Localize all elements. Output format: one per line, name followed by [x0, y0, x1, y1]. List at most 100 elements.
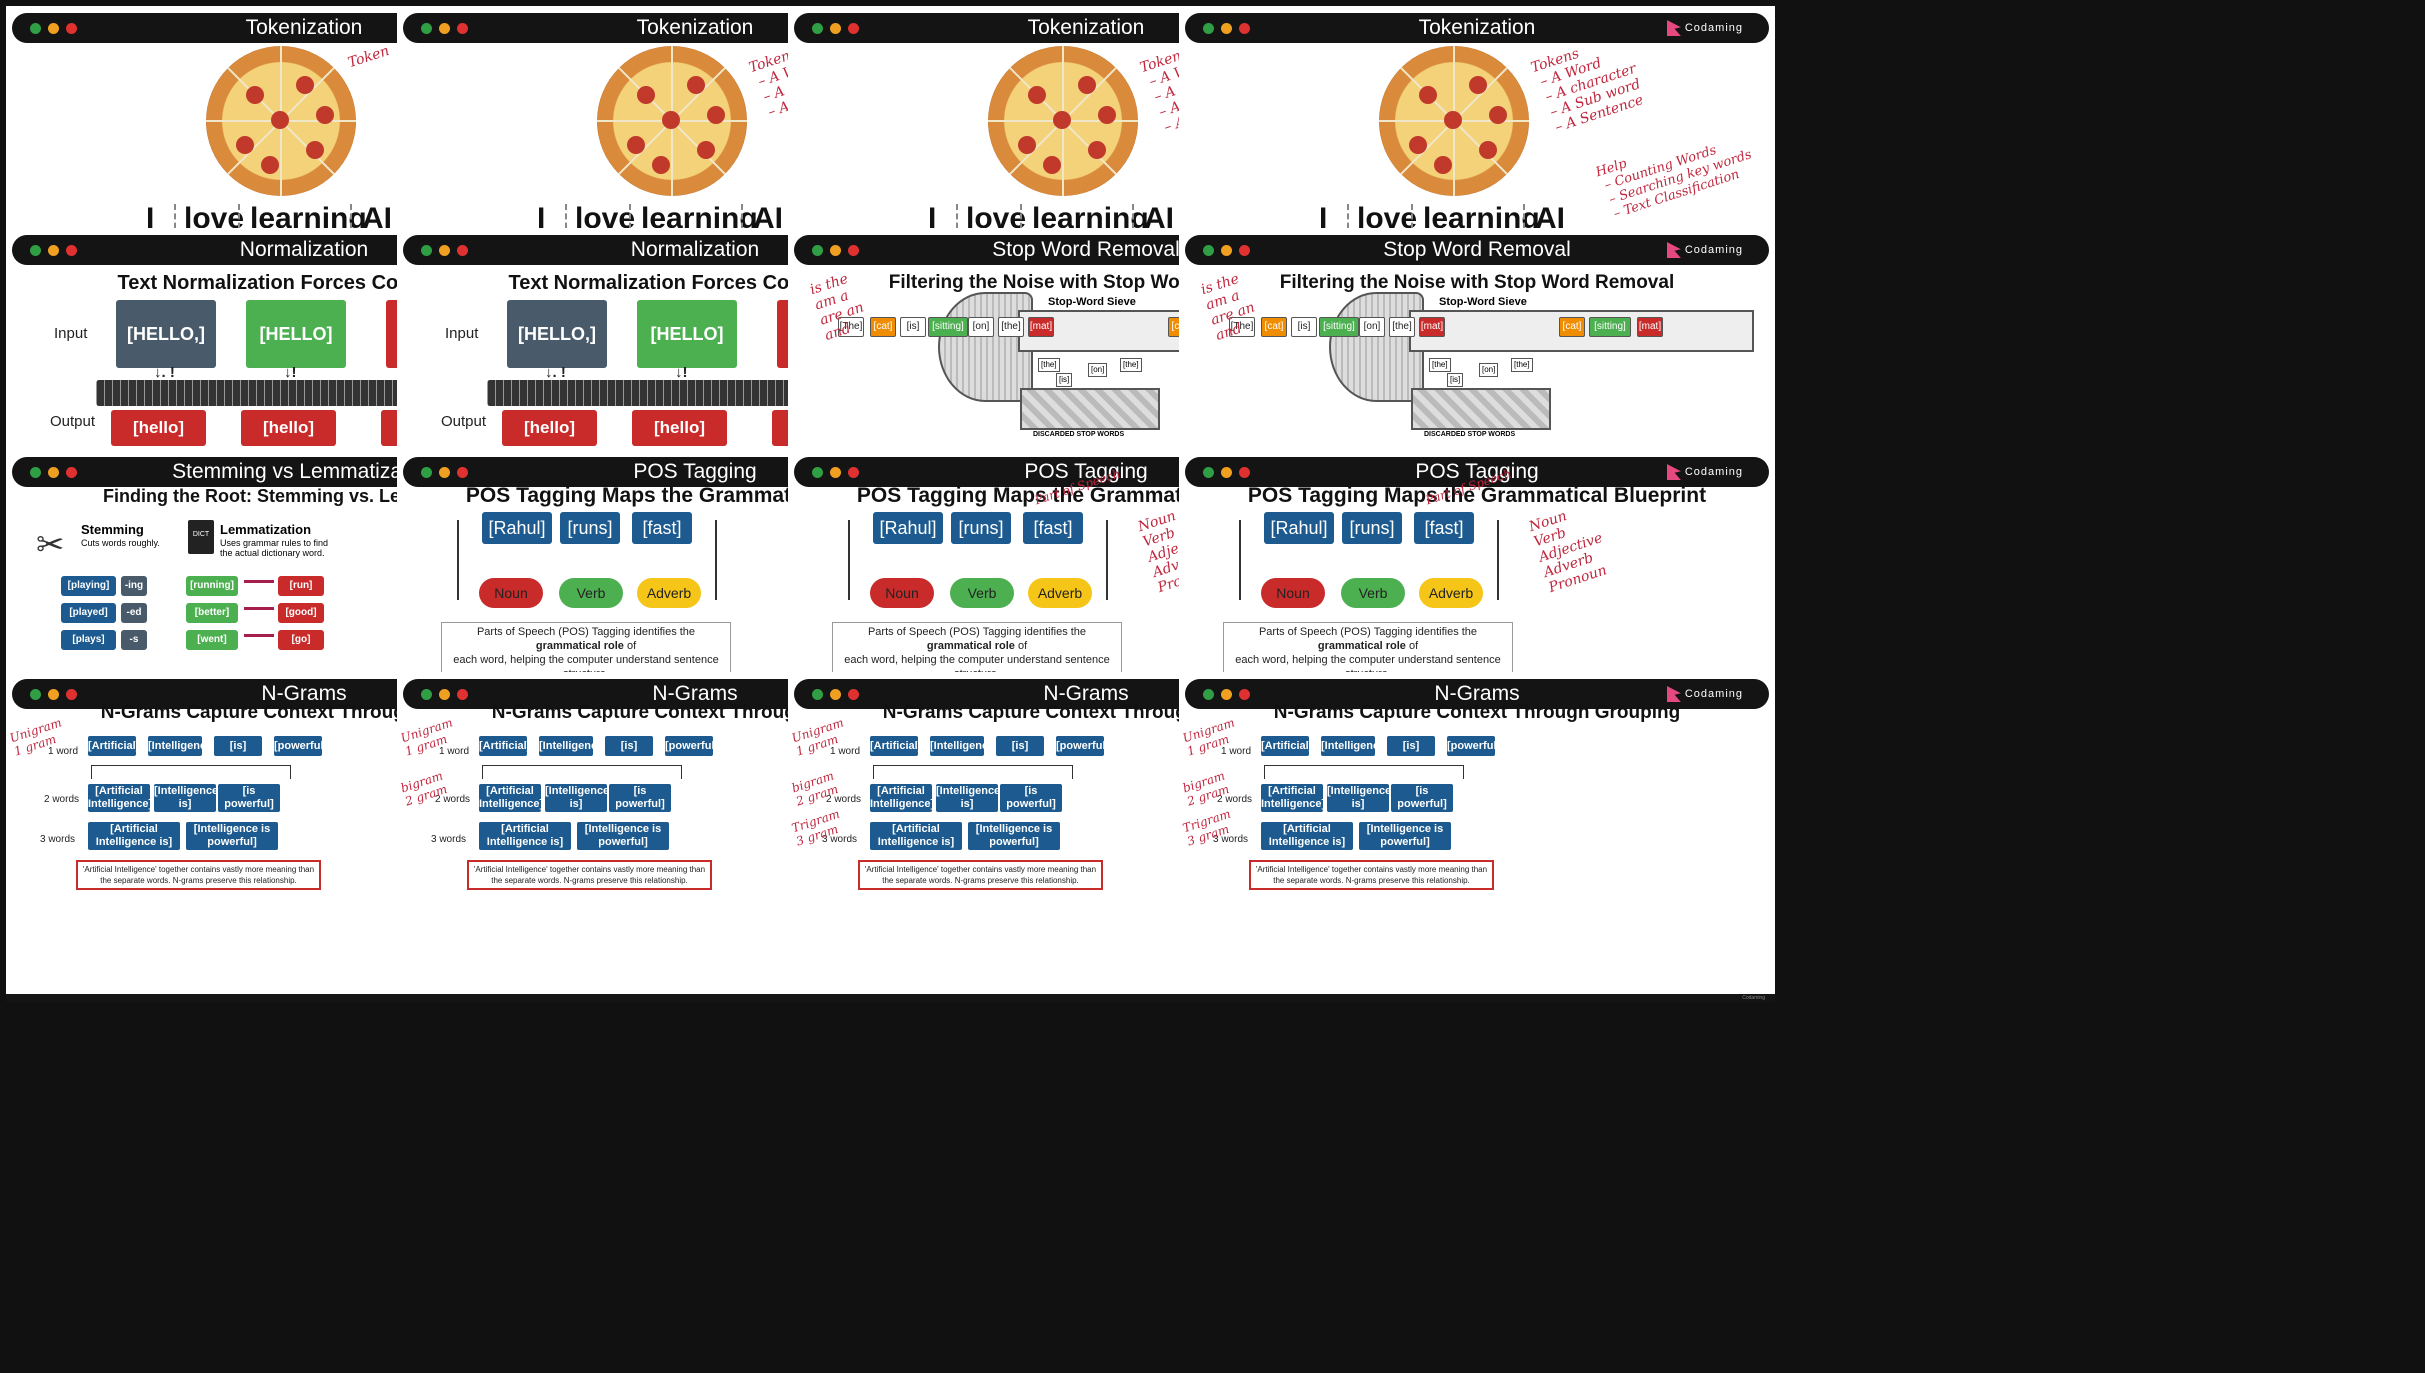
word-divider: [350, 204, 352, 238]
caption-text: Parts of Speech (POS) Tagging identifies…: [1258, 626, 1478, 638]
group-bracket: [1264, 765, 1464, 779]
discarded-word: [the]: [1038, 358, 1060, 372]
pos-tag: Verb: [1341, 578, 1405, 608]
lemmatization-title: Lemmatization: [220, 522, 312, 537]
unigram: [powerful]: [1056, 736, 1109, 756]
pizza-illustration: [206, 46, 356, 196]
slide-footer: Codaming: [1179, 994, 1775, 1002]
row-label: 3 words: [1213, 834, 1249, 845]
group-bracket: [482, 765, 682, 779]
word-divider: [741, 204, 743, 238]
window-green-dot: [30, 689, 41, 700]
lemma-input: [went]: [186, 630, 238, 650]
window-green-dot: [812, 467, 823, 478]
transform-arrow: [244, 634, 274, 644]
window-red-dot: [66, 245, 77, 256]
unigram: [Intelligence]: [148, 736, 216, 756]
sentence-token: [The]: [1229, 317, 1255, 337]
window-yellow-dot: [1221, 689, 1232, 700]
handwritten-note: Token: [346, 42, 392, 72]
transform-arrow: [244, 580, 274, 590]
discarded-word: [on]: [1088, 363, 1108, 377]
discarded-bin: [1020, 388, 1160, 430]
pepperoni-icon: [697, 141, 715, 159]
sieve-label: Stop-Word Sieve: [1048, 296, 1136, 308]
slide-title: N-Grams: [261, 682, 347, 705]
stemmed-word: [played]: [61, 603, 116, 623]
pos-tag: Noun: [870, 578, 934, 608]
sentence-token: [is]: [1291, 317, 1317, 337]
output-word-box: [hello]: [111, 410, 206, 446]
window-green-dot: [1203, 689, 1214, 700]
window-red-dot: [848, 689, 859, 700]
pepperoni-icon: [246, 86, 264, 104]
pos-word: [Rahul]: [873, 512, 943, 544]
slide-title: Tokenization: [636, 16, 754, 39]
trigram: [Artificial Intelligence is]: [479, 822, 571, 850]
ngram-caption: 'Artificial Intelligence' together conta…: [1249, 860, 1494, 890]
unigram: [powerful]: [274, 736, 327, 756]
group-bracket: [873, 765, 1073, 779]
word-divider: [629, 204, 631, 238]
stemmed-word: [plays]: [61, 630, 116, 650]
pos-word: [fast]: [632, 512, 692, 544]
window-red-dot: [1239, 23, 1250, 34]
trigram: [Artificial Intelligence is]: [870, 822, 962, 850]
window-red-dot: [1239, 689, 1250, 700]
suffix-chip: -ed: [121, 603, 147, 623]
kept-token: [cat]: [1559, 317, 1585, 337]
window-yellow-dot: [1221, 467, 1232, 478]
ngram-caption: 'Artificial Intelligence' together conta…: [467, 860, 712, 890]
word-divider: [1020, 204, 1022, 238]
input-word-box: [HELLO]: [637, 300, 737, 368]
output-label: Output: [441, 413, 487, 430]
brand-name: Codaming: [1684, 688, 1743, 700]
brand-logo: Codaming: [1666, 242, 1743, 258]
pepperoni-icon: [261, 156, 279, 174]
window-yellow-dot: [48, 467, 59, 478]
sentence-word: I: [537, 202, 546, 235]
discarded-word: [on]: [1479, 363, 1499, 377]
brand-name: Codaming: [1684, 22, 1743, 34]
discarded-word: [is]: [1447, 373, 1464, 387]
pos-tag: Noun: [1261, 578, 1325, 608]
slide-heading: N-Grams Capture Context Through Grouping: [1273, 702, 1681, 723]
brand-logo: Codaming: [1666, 464, 1743, 480]
brand-name: Codaming: [1684, 244, 1743, 256]
pepperoni-icon: [1043, 156, 1061, 174]
trigram: [Intelligence is powerful]: [577, 822, 669, 850]
group-bracket: [91, 765, 291, 779]
brand-mark-icon: [1666, 686, 1681, 702]
window-yellow-dot: [48, 689, 59, 700]
window-green-dot: [30, 467, 41, 478]
slide-title: POS Tagging: [633, 460, 757, 483]
sentence-token: [cat]: [1261, 317, 1287, 337]
slide-title: Tokenization: [1027, 16, 1145, 39]
row-label: 2 words: [1217, 794, 1253, 805]
pepperoni-icon: [1479, 141, 1497, 159]
input-label: Input: [445, 325, 479, 342]
window-yellow-dot: [1221, 245, 1232, 256]
pepperoni-icon: [1028, 86, 1046, 104]
unigram: [Artificial]: [88, 736, 139, 756]
window-red-dot: [848, 23, 859, 34]
sentence-token: [sitting]: [928, 317, 968, 337]
discarded-word: [is]: [1056, 373, 1073, 387]
discarded-word: [the]: [1511, 358, 1533, 372]
stemmed-word: [playing]: [61, 576, 116, 596]
window-red-dot: [1239, 467, 1250, 478]
kept-token: [mat]: [1637, 317, 1663, 337]
output-word-box: [hello]: [632, 410, 727, 446]
pos-tag: Verb: [559, 578, 623, 608]
window-red-dot: [66, 23, 77, 34]
sentence-token: [on]: [968, 317, 994, 337]
window-yellow-dot: [830, 689, 841, 700]
row-label: 3 words: [40, 834, 76, 845]
sentence-token: [the]: [998, 317, 1024, 337]
slide-title: Stemming vs Lemmatization: [172, 460, 436, 483]
stemming-title: Stemming: [81, 522, 144, 537]
